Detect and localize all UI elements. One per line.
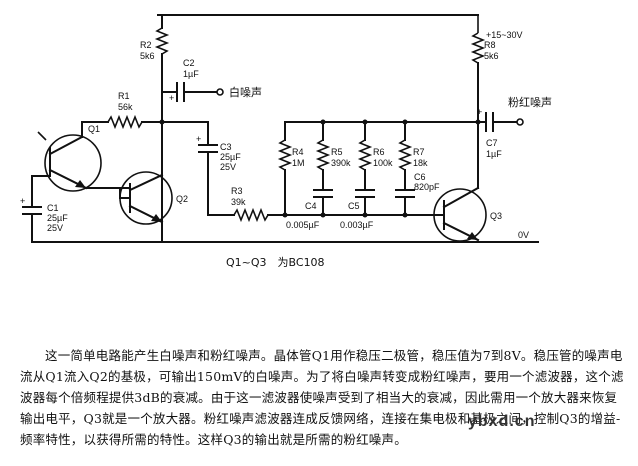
q1-body [44, 134, 102, 192]
r8-resistor [470, 32, 486, 64]
q3-collector [442, 186, 480, 209]
r3-resistor [233, 207, 269, 223]
c7-plus: + [477, 107, 482, 117]
ground-label: 0V [518, 230, 529, 240]
r1-name: R1 [118, 91, 130, 101]
junction-c4 [320, 212, 326, 218]
pink-noise-terminal [516, 118, 524, 126]
pink-noise-label: 粉红噪声 [508, 95, 552, 109]
supply-label: +15~30V [486, 30, 523, 40]
r1-resistor [107, 114, 143, 130]
white-noise-label: 白噪声 [229, 85, 262, 99]
q1-base-stub [37, 131, 47, 141]
q1-collector [48, 135, 84, 156]
r5-resistor [315, 139, 331, 171]
r2-name: R2 [140, 40, 152, 50]
c1-voltage: 25V [47, 223, 63, 233]
c3-value: 25µF [220, 152, 241, 162]
c2-value: 1µF [183, 69, 199, 79]
c1-value: 25µF [47, 213, 68, 223]
transistor-note: Q1~Q3 为BC108 [226, 256, 325, 269]
c3-voltage: 25V [220, 162, 236, 172]
r2-resistor [154, 27, 170, 55]
c1-name: C1 [47, 203, 59, 213]
q1-name: Q1 [88, 124, 100, 134]
r7-resistor [397, 139, 413, 171]
r3-name: R3 [231, 186, 243, 196]
r4-name: R4 [292, 147, 304, 157]
r6-value: 100k [373, 158, 393, 168]
junction-c6 [402, 212, 408, 218]
c5-name: C5 [348, 201, 360, 211]
junction-c5 [362, 212, 368, 218]
r8-value: 5k6 [484, 51, 499, 61]
watermark: ybxd.cn [468, 413, 536, 430]
r2-value: 5k6 [140, 51, 155, 61]
r8-name: R8 [484, 40, 496, 50]
r6-resistor [357, 139, 373, 171]
q3-name: Q3 [490, 211, 502, 221]
c6-name: C6 [414, 172, 426, 182]
c2-name: C2 [183, 58, 195, 68]
q2-collector [128, 173, 164, 192]
r5-name: R5 [331, 147, 343, 157]
c2-plus: + [169, 93, 174, 103]
c1-plus: + [20, 196, 25, 206]
r7-name: R7 [413, 147, 425, 157]
q2-name: Q2 [176, 194, 188, 204]
c5-value: 0.003µF [340, 220, 374, 230]
r1-value: 56k [118, 102, 133, 112]
c3-plus: + [196, 134, 201, 144]
r7-value: 18k [413, 158, 428, 168]
c7-value: 1µF [486, 149, 502, 159]
white-noise-terminal [216, 88, 224, 96]
circuit-schematic: +15~30V R2 5k6 C2 1µF + 白噪声 R1 56k Q1 Q2… [20, 14, 552, 269]
q3-emitter-arrow [467, 232, 478, 240]
q1-emitter-arrow [75, 180, 86, 188]
r6-name: R6 [373, 147, 385, 157]
r3-value: 39k [231, 197, 246, 207]
c6-value: 820pF [414, 182, 440, 192]
c7-name: C7 [486, 138, 498, 148]
r4-value: 1M [292, 158, 305, 168]
c3-name: C3 [220, 142, 232, 152]
r4-resistor [277, 139, 293, 171]
circuit-description: 这一简单电路能产生白噪声和粉红噪声。晶体管Q1用作稳压二极管，稳压值为7到8V。… [20, 348, 624, 447]
q2-emitter-arrow [151, 214, 162, 222]
c4-value: 0.005µF [286, 220, 320, 230]
c4-name: C4 [305, 201, 317, 211]
r5-value: 390k [331, 158, 351, 168]
